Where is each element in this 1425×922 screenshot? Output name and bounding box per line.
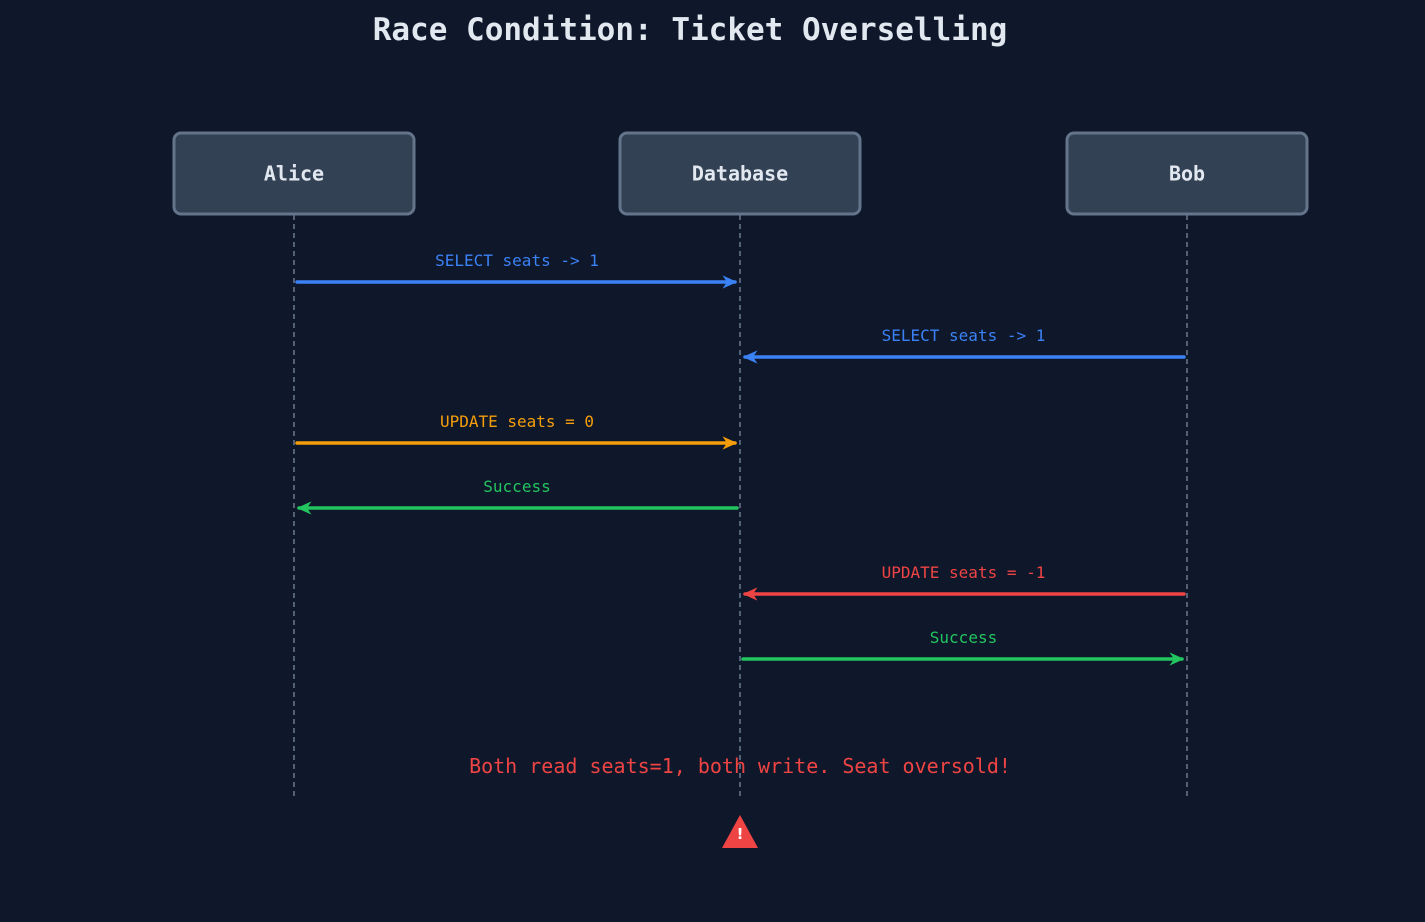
message-label: UPDATE seats = -1 (882, 563, 1046, 582)
actor-database: Database (618, 131, 862, 216)
actor-label: Bob (1169, 162, 1205, 186)
actor-label: Database (692, 162, 788, 186)
message-label: UPDATE seats = 0 (440, 412, 594, 431)
actor-alice: Alice (172, 131, 416, 216)
message-5: UPDATE seats = -1 (742, 563, 1186, 601)
actor-label: Alice (264, 162, 324, 186)
message-4: Success (296, 477, 739, 515)
actor-box (1065, 131, 1309, 216)
message-label: Success (930, 628, 997, 647)
warning-glyph: ! (737, 825, 744, 843)
actors: Alice Database Bob (172, 131, 1309, 216)
message-label: Success (483, 477, 550, 496)
actor-box (172, 131, 416, 216)
message-1: SELECT seats -> 1 (295, 251, 738, 289)
message-label: SELECT seats -> 1 (435, 251, 599, 270)
actor-bob: Bob (1065, 131, 1309, 216)
message-3: UPDATE seats = 0 (295, 412, 738, 450)
lifelines (293, 215, 1188, 798)
messages: SELECT seats -> 1 SELECT seats -> 1 UPDATE… (295, 251, 1186, 666)
message-label: SELECT seats -> 1 (882, 326, 1046, 345)
conclusion-note: Both read seats=1, both write. Seat over… (469, 754, 1011, 778)
actor-box (618, 131, 862, 216)
message-6: Success (741, 628, 1185, 666)
warning-triangle-icon: ! (722, 815, 758, 848)
message-2: SELECT seats -> 1 (742, 326, 1186, 364)
diagram-title: Race Condition: Ticket Overselling (373, 12, 1008, 48)
